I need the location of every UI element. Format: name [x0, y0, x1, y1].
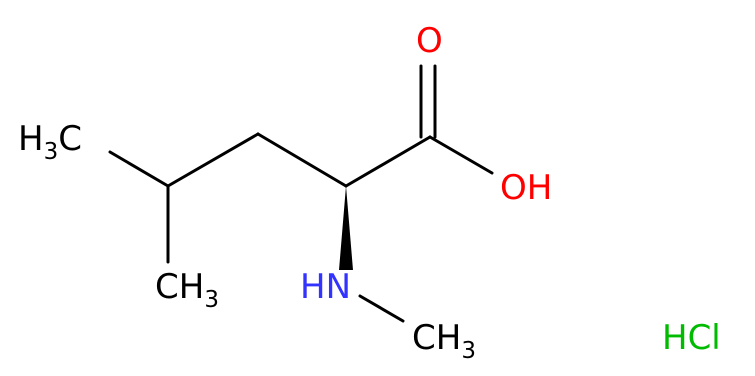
bond-ch3-to-ch [108, 150, 170, 188]
bond-n-to-ch3 [358, 294, 405, 323]
bond-ch2-to-alpha [256, 132, 348, 188]
bond-ch-to-ch2 [166, 132, 260, 188]
methyl-bottom-label: CH3 [155, 267, 219, 313]
hydroxyl-label: OH [500, 168, 552, 208]
carbonyl-oxygen-label: O [416, 21, 443, 61]
n-methyl-label: CH3 [412, 318, 476, 364]
amine-label: HN [300, 267, 351, 307]
hcl-salt-label: HCl [662, 318, 721, 358]
bond-alpha-to-carboxyl [344, 135, 432, 188]
bond-group [108, 64, 494, 323]
wedge-bond-alpha-to-n [339, 186, 353, 270]
bond-carboxyl-to-oh [428, 135, 494, 175]
methyl-top-label: H3C [18, 119, 82, 165]
